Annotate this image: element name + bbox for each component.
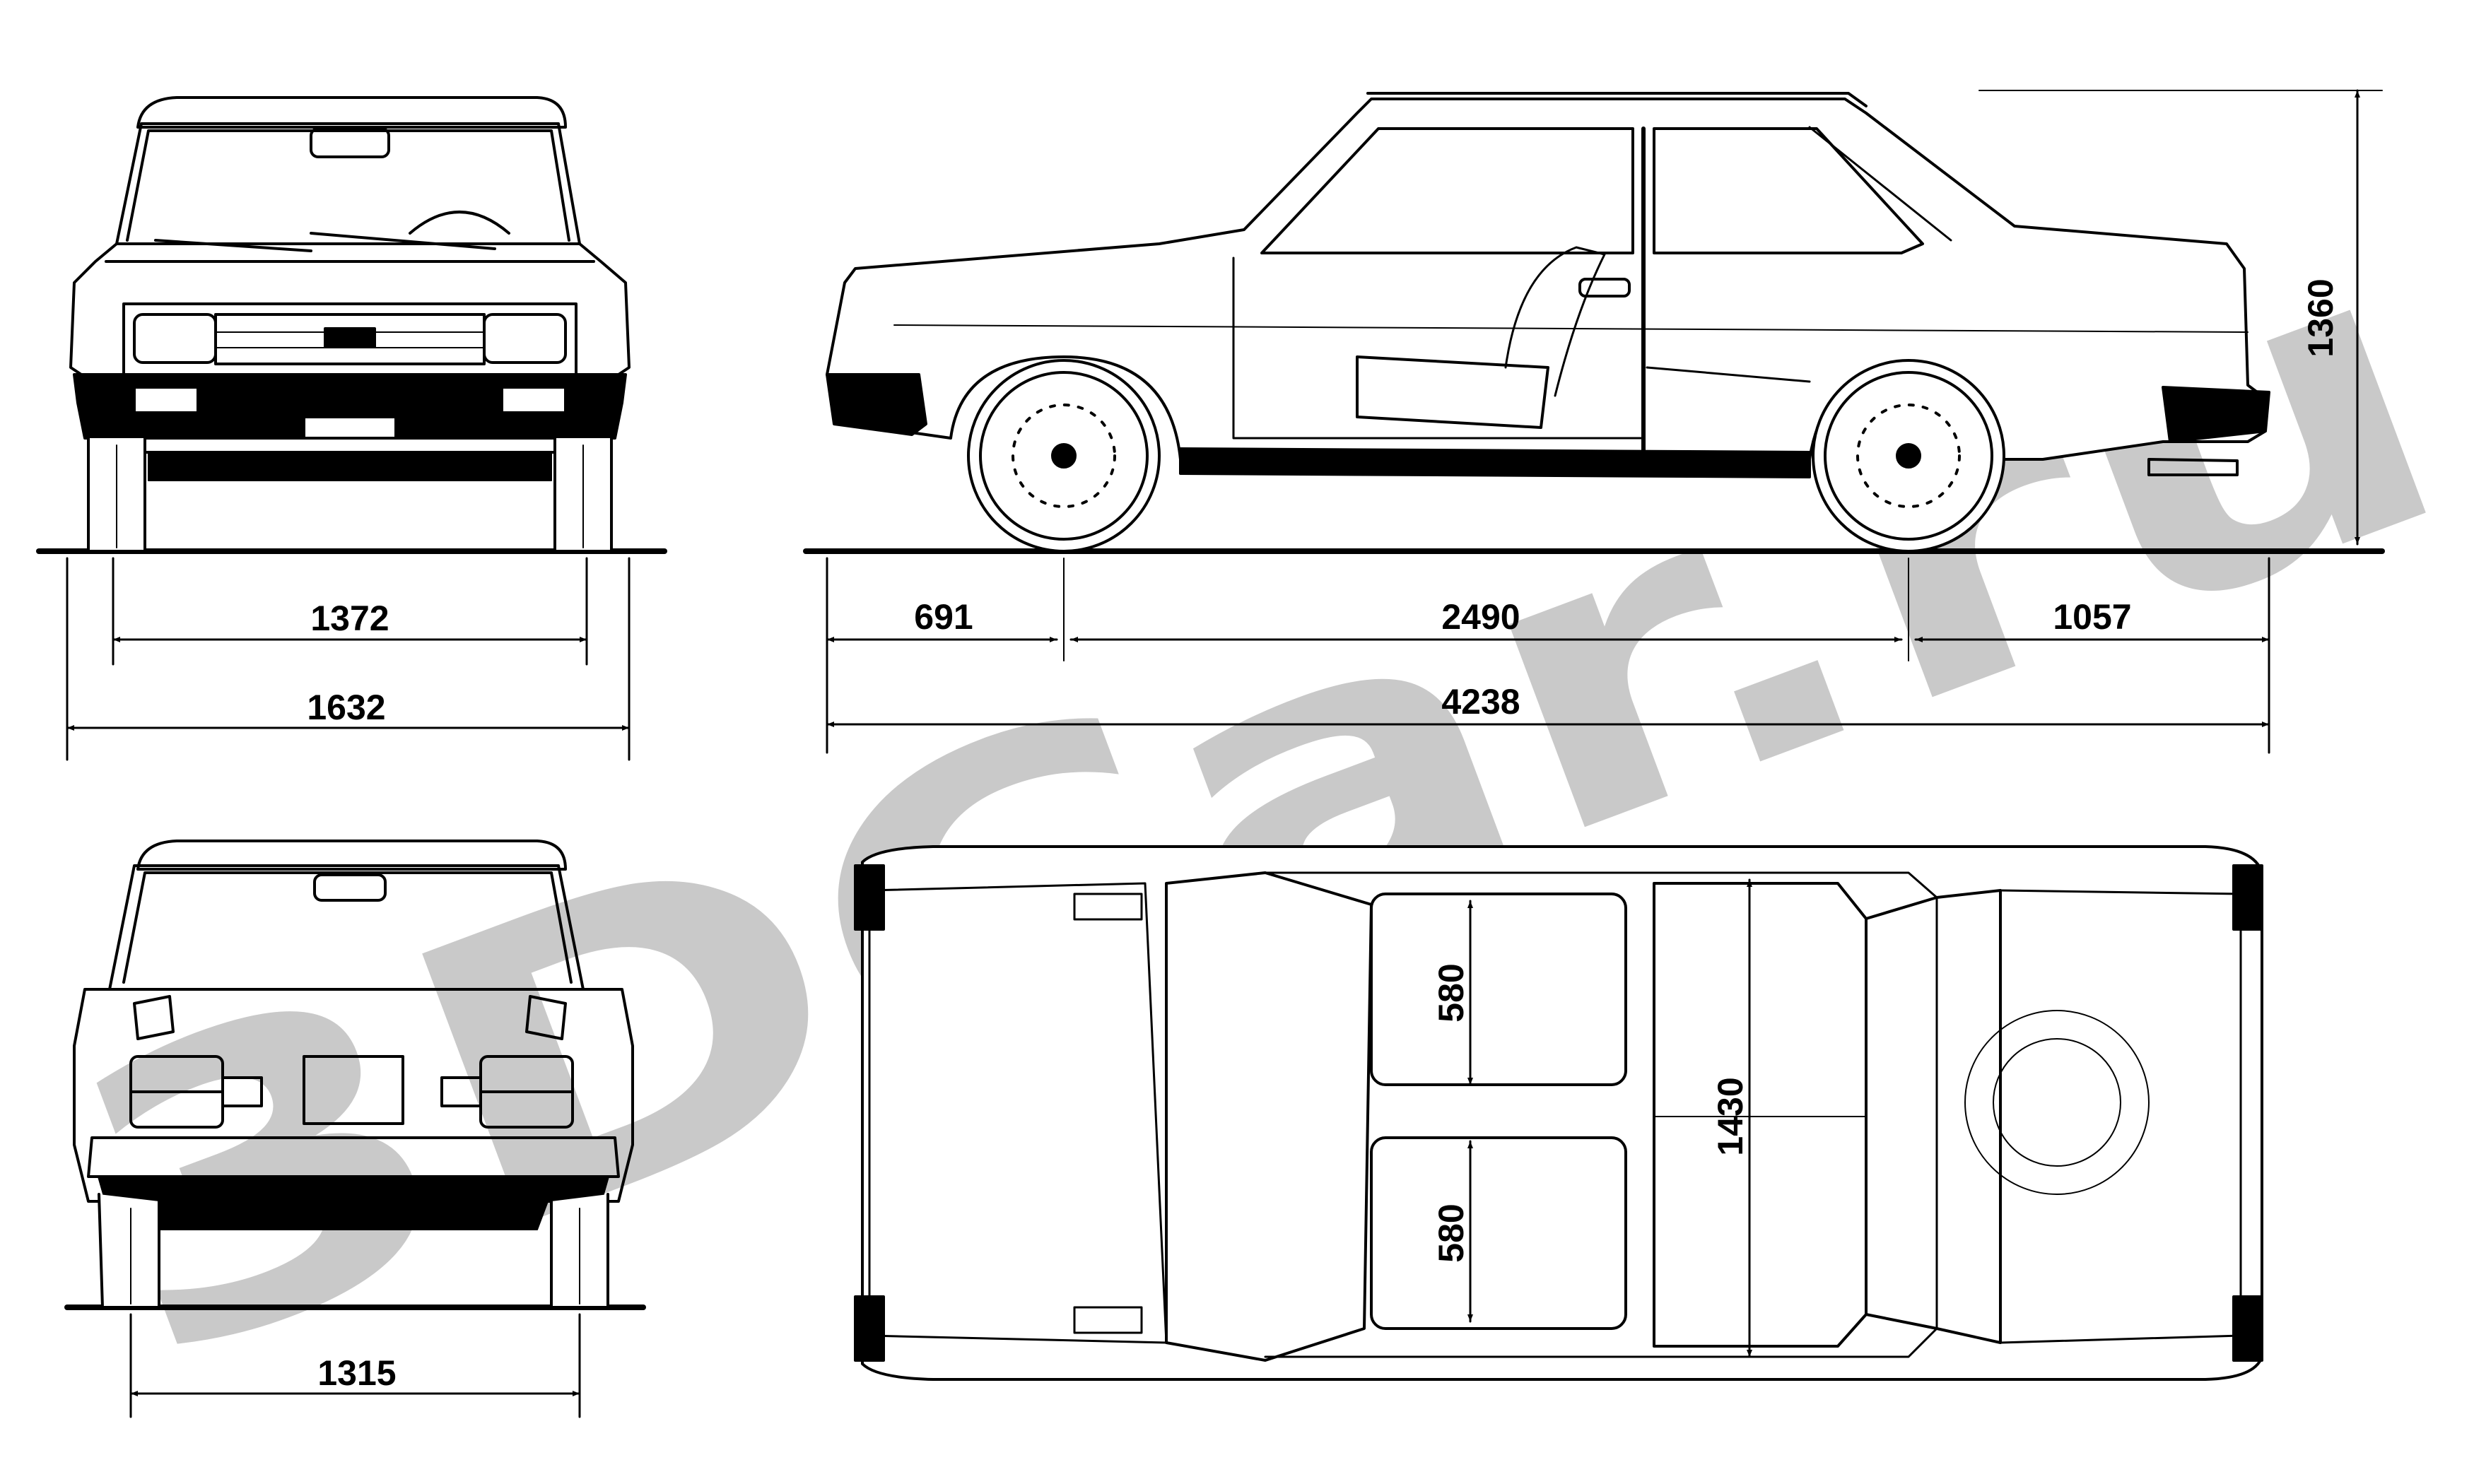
front-track-label: 1372 — [310, 599, 389, 638]
overall-length-label: 4238 — [1441, 682, 1520, 722]
wheelbase-label: 2490 — [1441, 597, 1520, 637]
front-seat-depth-label: 580 — [1431, 963, 1471, 1022]
rear-overhang-label: 1057 — [2053, 597, 2131, 637]
dimension-lines — [66, 89, 2383, 1418]
overall-width-label: 1632 — [307, 688, 385, 727]
rear-view — [64, 840, 646, 1310]
rear-track-label: 1315 — [317, 1353, 396, 1393]
front-overhang-label: 691 — [914, 597, 973, 637]
top-view — [854, 845, 2263, 1381]
front-view — [36, 96, 667, 554]
rear-seat-depth-label: 580 — [1431, 1203, 1471, 1262]
dimension-labels: 1372 1632 1315 691 2490 1057 4238 1360 5… — [307, 278, 2340, 1393]
interior-length-label: 1430 — [1711, 1077, 1750, 1155]
side-view — [803, 92, 2385, 661]
overall-height-label: 1360 — [2301, 278, 2340, 357]
